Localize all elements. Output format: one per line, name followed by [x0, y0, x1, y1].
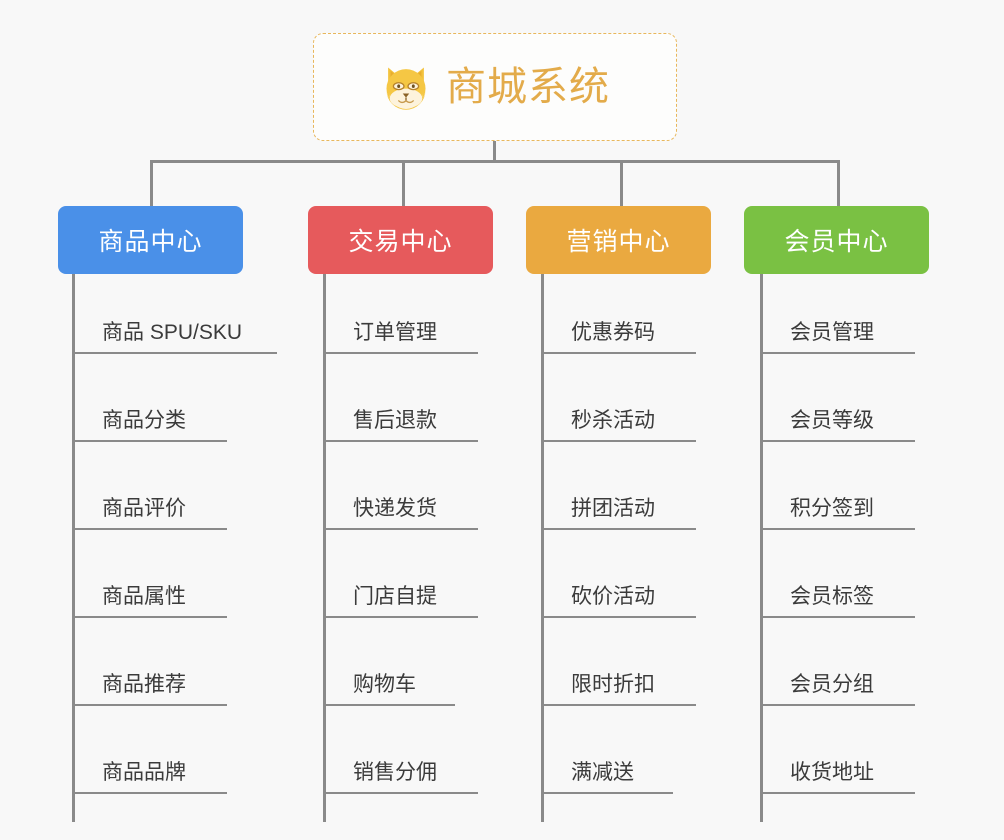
root-title: 商城系统 [446, 65, 610, 109]
connector-drop-3 [620, 160, 623, 206]
leaf-label: 商品评价 [102, 496, 186, 520]
trunk-line-1 [72, 274, 75, 822]
leaf-label: 优惠券码 [571, 320, 655, 344]
leaf-label: 砍价活动 [571, 584, 655, 608]
leaf-label: 积分签到 [790, 496, 874, 520]
category-label-4: 会员中心 [784, 228, 889, 256]
leaf-item-4-5[interactable]: 会员分组 [760, 620, 915, 706]
leaf-item-4-6[interactable]: 收货地址 [760, 708, 915, 794]
leaf-item-1-1[interactable]: 商品 SPU/SKU [72, 268, 277, 354]
leaf-item-3-6[interactable]: 满减送 [541, 708, 673, 794]
connector-root-stem [493, 141, 496, 162]
leaf-item-2-3[interactable]: 快递发货 [323, 444, 478, 530]
category-header-4[interactable]: 会员中心 [744, 206, 929, 274]
connector-drop-1 [150, 160, 153, 206]
leaf-label: 商品属性 [102, 584, 186, 608]
leaf-label: 门店自提 [353, 584, 437, 608]
leaf-item-2-1[interactable]: 订单管理 [323, 268, 478, 354]
leaf-label: 收货地址 [790, 760, 874, 784]
leaf-item-1-3[interactable]: 商品评价 [72, 444, 227, 530]
connector-horizontal-bus [150, 160, 840, 163]
category-header-1[interactable]: 商品中心 [58, 206, 243, 274]
leaf-item-3-4[interactable]: 砍价活动 [541, 532, 696, 618]
leaf-item-1-4[interactable]: 商品属性 [72, 532, 227, 618]
leaf-label: 拼团活动 [571, 496, 655, 520]
connector-drop-2 [402, 160, 405, 206]
category-label-3: 营销中心 [566, 228, 671, 256]
leaf-item-2-2[interactable]: 售后退款 [323, 356, 478, 442]
leaf-label: 会员标签 [790, 584, 874, 608]
leaf-item-2-6[interactable]: 销售分佣 [323, 708, 478, 794]
shiba-dog-face-icon [386, 67, 426, 110]
leaf-item-1-2[interactable]: 商品分类 [72, 356, 227, 442]
leaf-label: 销售分佣 [353, 760, 437, 784]
connector-drop-4 [837, 160, 840, 206]
leaf-label: 商品 SPU/SKU [102, 320, 243, 344]
leaf-label: 商品推荐 [102, 672, 186, 696]
leaf-item-4-1[interactable]: 会员管理 [760, 268, 915, 354]
leaf-label: 会员等级 [790, 408, 874, 432]
leaf-item-4-3[interactable]: 积分签到 [760, 444, 915, 530]
trunk-line-3 [541, 274, 544, 822]
leaf-label: 会员分组 [790, 672, 874, 696]
leaf-label: 会员管理 [790, 320, 874, 344]
leaf-item-3-3[interactable]: 拼团活动 [541, 444, 696, 530]
leaf-label: 快递发货 [353, 496, 437, 520]
category-header-2[interactable]: 交易中心 [308, 206, 493, 274]
leaf-item-2-4[interactable]: 门店自提 [323, 532, 478, 618]
leaf-item-3-2[interactable]: 秒杀活动 [541, 356, 696, 442]
leaf-item-3-5[interactable]: 限时折扣 [541, 620, 696, 706]
leaf-label: 购物车 [353, 672, 416, 696]
leaf-item-3-1[interactable]: 优惠券码 [541, 268, 696, 354]
leaf-label: 秒杀活动 [571, 408, 655, 432]
leaf-label: 商品分类 [102, 408, 186, 432]
category-label-1: 商品中心 [98, 228, 203, 256]
leaf-item-1-6[interactable]: 商品品牌 [72, 708, 227, 794]
leaf-item-4-2[interactable]: 会员等级 [760, 356, 915, 442]
leaf-label: 商品品牌 [102, 760, 186, 784]
leaf-label: 订单管理 [353, 320, 437, 344]
trunk-line-2 [323, 274, 326, 822]
trunk-line-4 [760, 274, 763, 822]
leaf-label: 限时折扣 [571, 672, 655, 696]
leaf-label: 满减送 [571, 760, 634, 784]
leaf-item-2-5[interactable]: 购物车 [323, 620, 455, 706]
category-label-2: 交易中心 [348, 228, 453, 256]
root-node[interactable]: 商城系统 [313, 33, 677, 141]
category-header-3[interactable]: 营销中心 [526, 206, 711, 274]
leaf-label: 售后退款 [353, 408, 437, 432]
leaf-item-4-4[interactable]: 会员标签 [760, 532, 915, 618]
leaf-item-1-5[interactable]: 商品推荐 [72, 620, 227, 706]
